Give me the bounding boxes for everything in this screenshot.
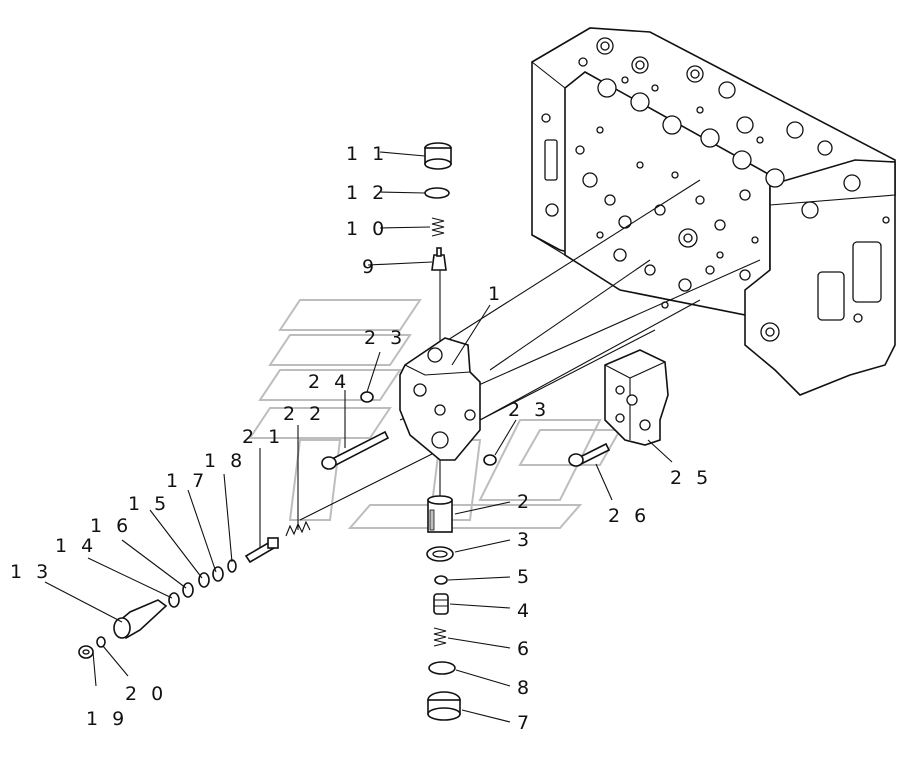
label-5: 5 [517, 566, 533, 588]
part-23-screw-lower [483, 454, 497, 466]
part-24-bolt [321, 430, 390, 470]
label-2: 2 [517, 491, 533, 513]
label-18: 1 8 [204, 450, 246, 472]
label-22: 2 2 [283, 403, 325, 425]
part-14-ring [168, 592, 180, 608]
part-labels: 1 1 1 2 1 0 9 1 2 3 2 4 2 2 2 1 1 8 1 7 … [10, 143, 712, 734]
watermark [248, 299, 622, 529]
part-19-nut [78, 645, 94, 659]
label-10: 1 0 [346, 218, 388, 240]
label-20: 2 0 [125, 683, 167, 705]
label-11: 1 1 [346, 143, 388, 165]
label-26: 2 6 [608, 505, 650, 527]
part-16-ring [182, 582, 194, 598]
part-2-sleeve [427, 495, 453, 533]
label-25: 2 5 [670, 467, 712, 489]
part-23-screw-upper [360, 391, 374, 403]
label-1: 1 [488, 283, 504, 305]
label-16: 1 6 [90, 515, 132, 537]
part-6-spring [433, 627, 447, 647]
label-12: 1 2 [346, 182, 388, 204]
part-1-housing [399, 337, 481, 461]
part-20-washer [96, 636, 106, 648]
part-4-spool [433, 593, 449, 615]
label-24: 2 4 [308, 371, 350, 393]
label-19: 1 9 [86, 708, 128, 730]
part-11-plug [424, 142, 452, 170]
label-13: 1 3 [10, 561, 52, 583]
label-23-upper: 2 3 [364, 327, 406, 349]
part-13-plug [113, 599, 168, 640]
part-21-pin [244, 537, 279, 564]
part-5-nut [434, 575, 448, 585]
label-6: 6 [517, 638, 533, 660]
label-21: 2 1 [242, 426, 284, 448]
label-7: 7 [517, 712, 533, 734]
label-17: 1 7 [166, 470, 208, 492]
part-7-cap [427, 691, 461, 721]
label-9: 9 [362, 256, 378, 278]
part-25-cover [604, 349, 669, 446]
label-8: 8 [517, 677, 533, 699]
part-26-bolt [568, 442, 611, 467]
leader-lines [44, 151, 673, 723]
label-14: 1 4 [55, 535, 97, 557]
part-9-poppet [431, 247, 447, 271]
part-12-oring [424, 187, 450, 199]
part-3-ring [426, 546, 454, 562]
label-4: 4 [517, 600, 533, 622]
part-10-spring [431, 217, 445, 237]
label-23-lower: 2 3 [508, 399, 550, 421]
part-8-oring [428, 661, 456, 675]
label-15: 1 5 [128, 493, 170, 515]
part-15-ring [198, 572, 210, 588]
valve-block [531, 27, 896, 396]
label-3: 3 [517, 529, 533, 551]
